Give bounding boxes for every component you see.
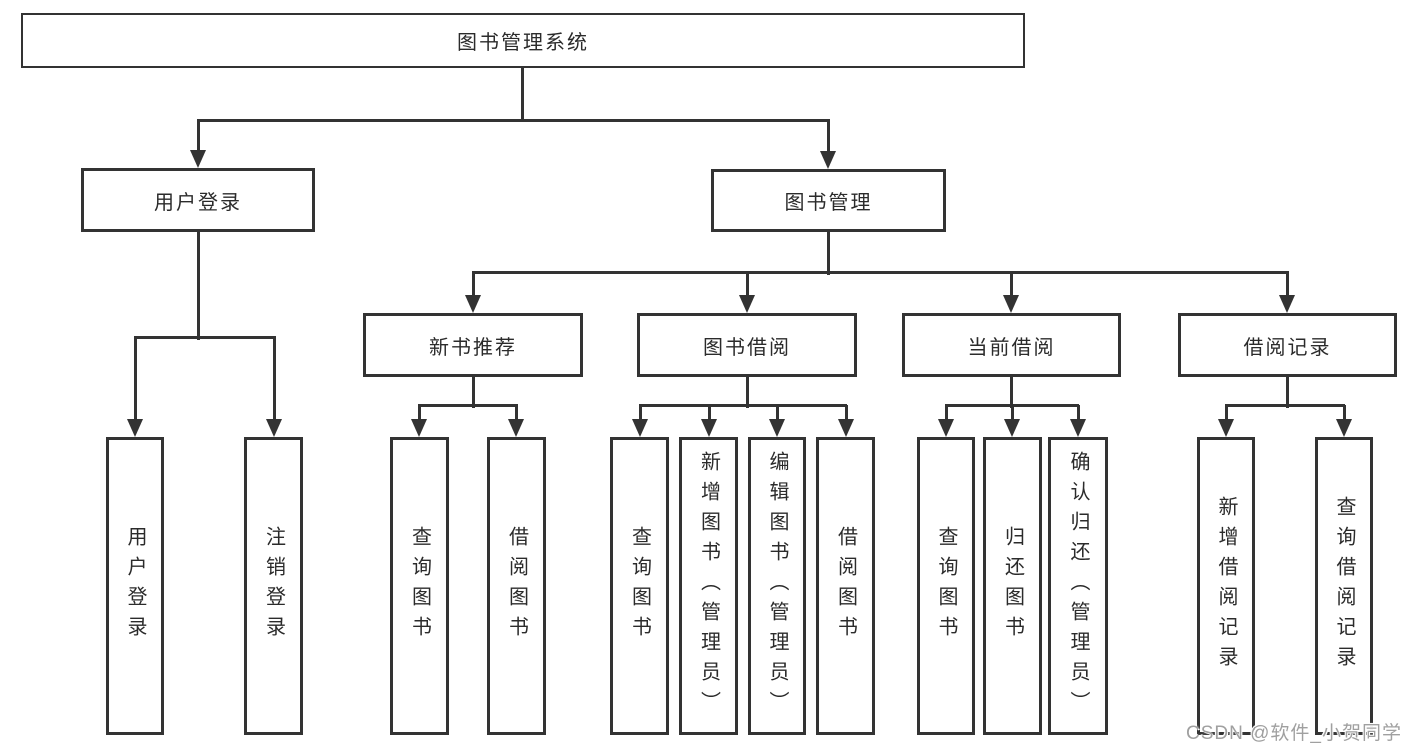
arrowhead-icon [938,419,954,437]
node-label-borrow-records: 借阅记录 [1243,336,1332,359]
node-label-new-book-rec: 新书推荐 [429,336,517,359]
connector-hline [197,118,830,122]
connector-hline [1225,403,1345,407]
connector-arrow-line [196,120,200,152]
node-label-user-login: 用户登录 [154,191,242,214]
connector-vline [1285,377,1289,408]
arrowhead-icon [1218,419,1234,437]
arrowhead-icon [508,419,524,437]
node-leaf-confirm-return: 确认归还（管理员） [1048,437,1108,735]
connector-hline [639,403,847,407]
arrowhead-icon [1004,419,1020,437]
node-label-book-mgmt: 图书管理 [784,192,873,214]
node-label-leaf-query-book-1: 查询图书 [408,526,431,646]
connector-vline [196,232,200,340]
node-leaf-query-book-2: 查询图书 [610,437,669,735]
connector-hline [418,403,518,407]
node-label-leaf-query-book-2: 查询图书 [628,526,651,646]
connector-arrow-line [1224,405,1228,421]
arrowhead-icon [701,419,717,437]
arrowhead-icon [1336,419,1352,437]
connector-vline [1009,377,1013,408]
node-label-leaf-edit-book: 编辑图书（管理员） [766,451,788,721]
arrowhead-icon [1279,295,1295,313]
node-leaf-borrow-book-2: 借阅图书 [816,437,875,735]
connector-arrow-line [944,405,948,421]
arrowhead-icon [739,295,755,313]
connector-arrow-line [826,120,830,153]
node-label-root: 图书管理系统 [457,32,589,54]
connector-hline [472,270,1289,274]
node-leaf-add-record: 新增借阅记录 [1197,437,1255,735]
arrowhead-icon [769,419,785,437]
arrowhead-icon [1070,419,1086,437]
node-label-leaf-borrow-book-2: 借阅图书 [834,526,857,646]
connector-arrow-line [1076,405,1080,421]
connector-arrow-line [133,337,137,421]
connector-arrow-line [1010,405,1014,421]
watermark-text: CSDN @软件_小贺同学 [1186,723,1402,744]
node-root: 图书管理系统 [21,13,1025,68]
node-new-book-rec: 新书推荐 [363,313,583,377]
node-label-leaf-logout: 注销登录 [262,526,285,646]
arrowhead-icon [838,419,854,437]
node-label-leaf-return-book: 归还图书 [1001,526,1024,646]
node-label-leaf-query-record: 查询借阅记录 [1333,496,1355,676]
node-book-mgmt: 图书管理 [711,169,946,232]
node-borrow-records: 借阅记录 [1178,313,1397,377]
connector-vline [745,377,749,408]
connector-vline [471,377,475,408]
node-leaf-add-book: 新增图书（管理员） [679,437,738,735]
connector-arrow-line [1009,272,1013,297]
node-label-leaf-add-record: 新增借阅记录 [1215,496,1237,676]
node-book-borrow: 图书借阅 [637,313,857,377]
arrowhead-icon [820,151,836,169]
connector-arrow-line [707,405,711,421]
node-leaf-user-login: 用户登录 [106,437,164,735]
node-label-leaf-add-book: 新增图书（管理员） [697,451,720,721]
node-current-borrow: 当前借阅 [902,313,1121,377]
node-label-leaf-borrow-book-1: 借阅图书 [505,526,528,646]
connector-arrow-line [272,337,276,421]
connector-hline [134,335,276,339]
connector-arrow-line [471,272,475,297]
connector-vline [826,232,830,275]
arrowhead-icon [632,419,648,437]
arrowhead-icon [465,295,481,313]
arrowhead-icon [411,419,427,437]
connector-arrow-line [417,405,421,421]
connector-arrow-line [775,405,779,421]
connector-arrow-line [1342,405,1346,421]
arrowhead-icon [190,150,206,168]
node-leaf-query-book-1: 查询图书 [390,437,449,735]
node-label-leaf-query-book-3: 查询图书 [935,526,957,646]
node-leaf-return-book: 归还图书 [983,437,1042,735]
connector-arrow-line [844,405,848,421]
connector-arrow-line [745,272,749,297]
node-leaf-logout: 注销登录 [244,437,303,735]
node-user-login: 用户登录 [81,168,315,232]
node-label-current-borrow: 当前借阅 [967,336,1056,359]
node-leaf-query-book-3: 查询图书 [917,437,975,735]
arrowhead-icon [266,419,282,437]
node-label-leaf-confirm-return: 确认归还（管理员） [1067,451,1089,721]
connector-arrow-line [1285,272,1289,297]
node-leaf-edit-book: 编辑图书（管理员） [748,437,806,735]
node-leaf-query-record: 查询借阅记录 [1315,437,1373,735]
connector-vline [520,68,524,122]
node-leaf-borrow-book-1: 借阅图书 [487,437,546,735]
node-label-leaf-user-login: 用户登录 [124,526,146,646]
node-label-book-borrow: 图书借阅 [703,336,791,359]
connector-arrow-line [638,405,642,421]
arrowhead-icon [127,419,143,437]
connector-arrow-line [514,405,518,421]
arrowhead-icon [1003,295,1019,313]
